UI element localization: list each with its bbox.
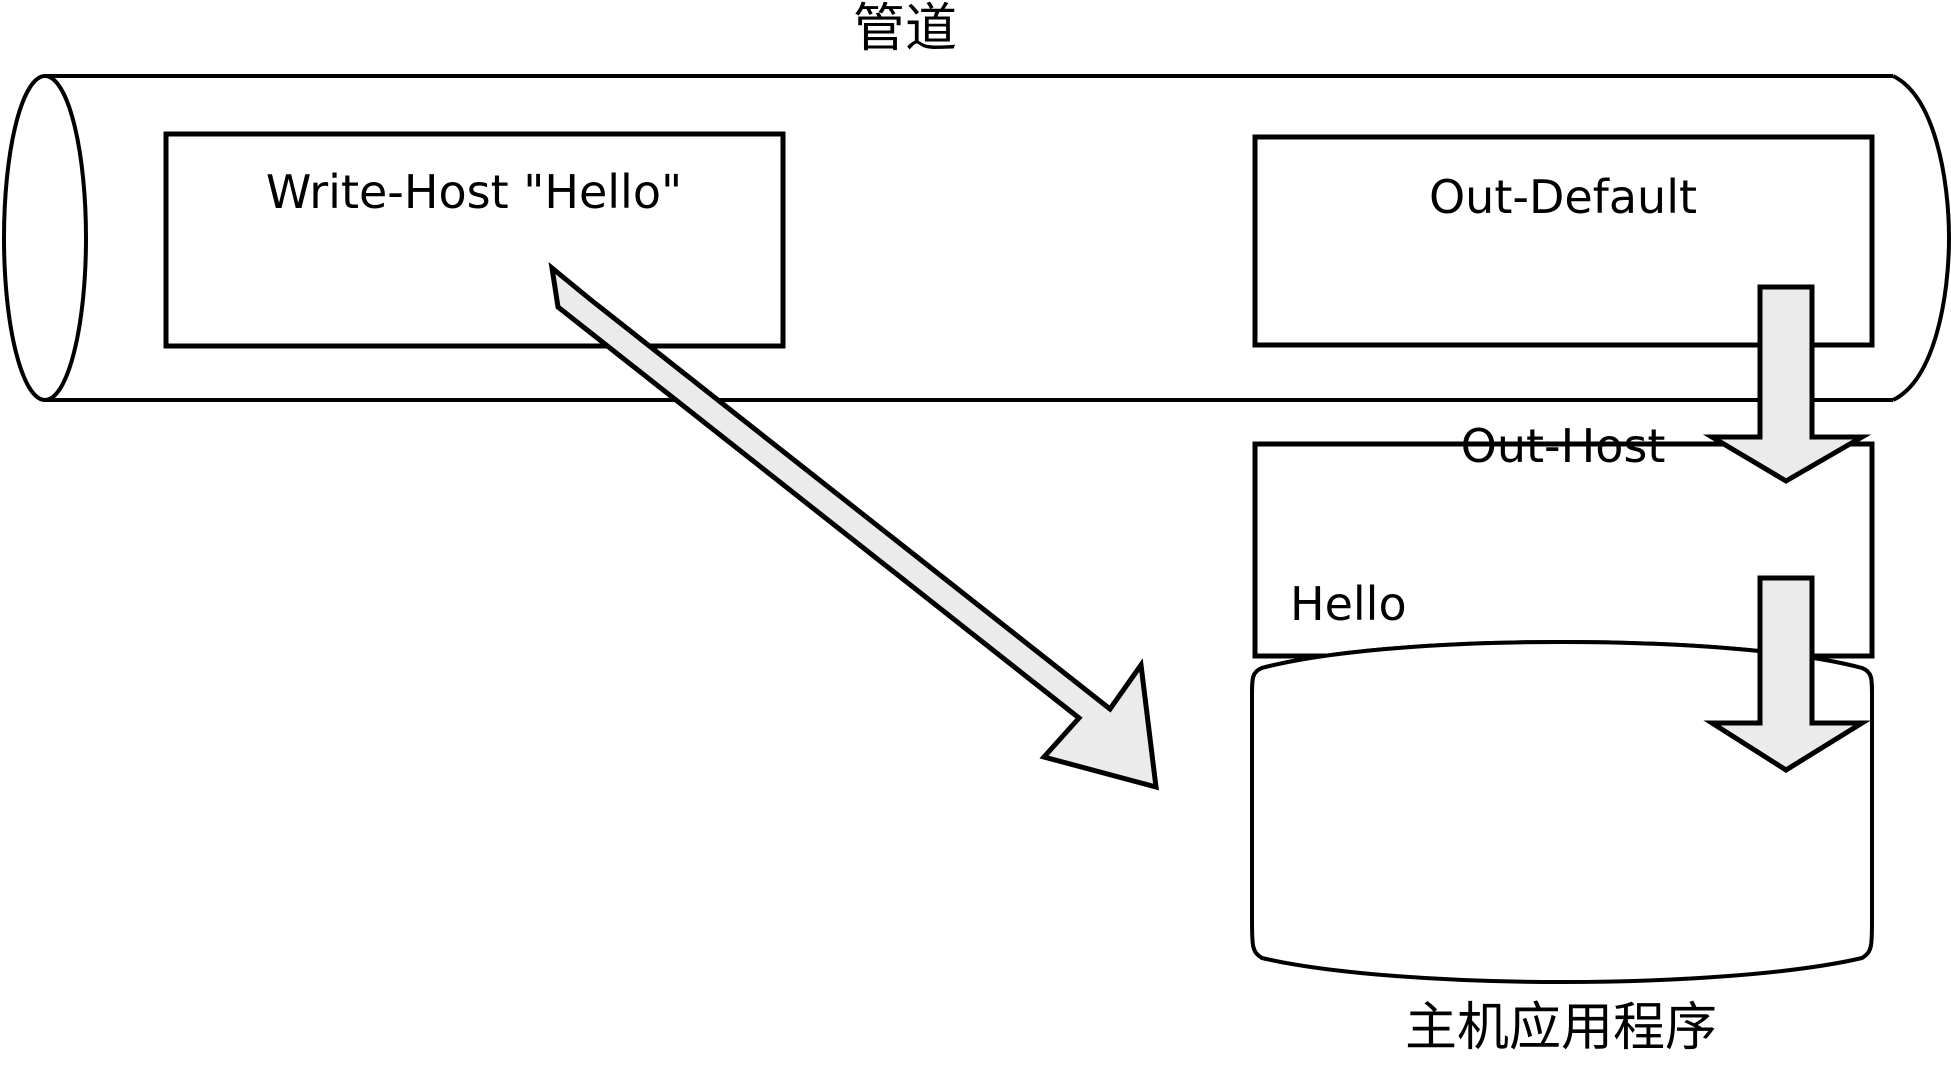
write-host-label: Write-Host "Hello" [266, 165, 682, 219]
pipe-right-cap [1892, 74, 1951, 402]
cylinder-top-ellipse [1250, 639, 1874, 697]
down-arrow-icon [1703, 575, 1871, 773]
pipe-shape [2, 74, 1951, 402]
pipe-left-cap [2, 74, 88, 402]
write-host-to-host-app-arrow [548, 261, 1159, 791]
host-application-caption: 主机应用程序 [1405, 998, 1717, 1058]
out-default-to-out-host-arrow [1702, 284, 1872, 484]
out-host-label: Out-Host [1461, 419, 1666, 473]
pipe-title-label: 管道 [853, 0, 957, 59]
diagonal-arrow-icon [548, 261, 1159, 791]
write-host-box[interactable] [163, 131, 786, 349]
cylinder-hello-label: Hello [1290, 577, 1407, 631]
write-host-box-rect[interactable] [163, 131, 786, 349]
down-arrow-icon [1702, 284, 1872, 484]
out-host-to-host-app-arrow [1703, 575, 1871, 773]
out-default-label: Out-Default [1429, 170, 1697, 224]
